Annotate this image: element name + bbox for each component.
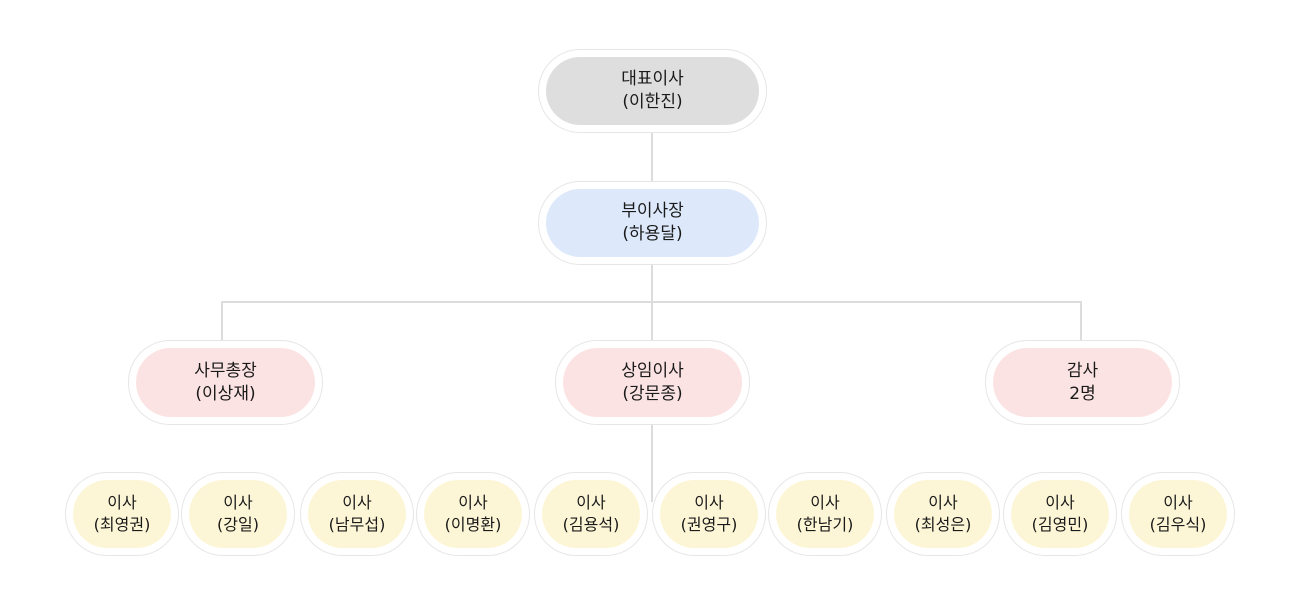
- director-title: 이사: [1045, 493, 1075, 512]
- director-name: (한남기): [796, 515, 854, 534]
- director-title: 이사: [810, 493, 840, 512]
- executive-box: 상임이사 (강문종): [563, 348, 742, 417]
- director-node: 이사 (이명환): [416, 472, 530, 556]
- director-box: 이사 (이명환): [424, 480, 522, 548]
- director-title: 이사: [576, 493, 606, 512]
- executive-title: 사무총장: [194, 360, 257, 381]
- vice-president-name: (하용달): [622, 224, 683, 244]
- connector-ceo-vp: [651, 132, 653, 182]
- director-name: (이명환): [444, 515, 502, 534]
- director-name: (강일): [217, 515, 259, 534]
- director-title: 이사: [458, 493, 488, 512]
- director-name: (최성은): [914, 515, 972, 534]
- vice-president-title: 부이사장: [621, 201, 684, 221]
- director-node: 이사 (김영민): [1003, 472, 1117, 556]
- director-name: (최영권): [93, 515, 151, 534]
- director-title: 이사: [694, 493, 724, 512]
- director-name: (김우식): [1149, 515, 1207, 534]
- director-name: (남무섭): [328, 515, 386, 534]
- executive-title: 감사: [1066, 360, 1099, 381]
- connector-vp-trunk: [651, 264, 653, 342]
- connector-exec-bar: [221, 301, 1082, 303]
- executive-node-secretary-general: 사무총장 (이상재): [128, 340, 323, 425]
- director-box: 이사 (남무섭): [308, 480, 406, 548]
- director-box: 이사 (최성은): [894, 480, 992, 548]
- director-name: (김영민): [1031, 515, 1089, 534]
- executive-box: 감사 2명: [993, 348, 1172, 417]
- connector-exec-left: [221, 301, 223, 341]
- executive-node-auditor: 감사 2명: [985, 340, 1180, 425]
- director-node: 이사 (최성은): [886, 472, 1000, 556]
- director-box: 이사 (김용석): [542, 480, 640, 548]
- director-title: 이사: [1163, 493, 1193, 512]
- executive-name: (강문종): [622, 383, 683, 404]
- executive-name: 2명: [1069, 383, 1096, 404]
- ceo-node: 대표이사 (이한진): [538, 49, 767, 133]
- director-node: 이사 (김용석): [534, 472, 648, 556]
- director-node: 이사 (김우식): [1121, 472, 1235, 556]
- director-box: 이사 (김영민): [1011, 480, 1109, 548]
- director-node: 이사 (남무섭): [300, 472, 414, 556]
- connector-exec-right: [1080, 301, 1082, 341]
- director-title: 이사: [107, 493, 137, 512]
- ceo-name: (이한진): [622, 92, 683, 112]
- executive-node-standing-director: 상임이사 (강문종): [555, 340, 750, 425]
- director-title: 이사: [928, 493, 958, 512]
- executive-name: (이상재): [195, 383, 256, 404]
- vice-president-box: 부이사장 (하용달): [546, 189, 759, 257]
- director-box: 이사 (권영구): [660, 480, 758, 548]
- ceo-box: 대표이사 (이한진): [546, 57, 759, 125]
- director-title: 이사: [342, 493, 372, 512]
- executive-title: 상임이사: [621, 360, 684, 381]
- director-box: 이사 (김우식): [1129, 480, 1227, 548]
- director-box: 이사 (강일): [189, 480, 287, 548]
- executive-box: 사무총장 (이상재): [136, 348, 315, 417]
- director-node: 이사 (강일): [181, 472, 295, 556]
- ceo-title: 대표이사: [621, 69, 684, 89]
- director-box: 이사 (한남기): [776, 480, 874, 548]
- director-name: (권영구): [680, 515, 738, 534]
- director-node: 이사 (권영구): [652, 472, 766, 556]
- director-box: 이사 (최영권): [73, 480, 171, 548]
- director-name: (김용석): [562, 515, 620, 534]
- director-title: 이사: [223, 493, 253, 512]
- vice-president-node: 부이사장 (하용달): [538, 181, 767, 265]
- director-node: 이사 (최영권): [65, 472, 179, 556]
- director-node: 이사 (한남기): [768, 472, 882, 556]
- connector-exec-directors: [651, 424, 653, 502]
